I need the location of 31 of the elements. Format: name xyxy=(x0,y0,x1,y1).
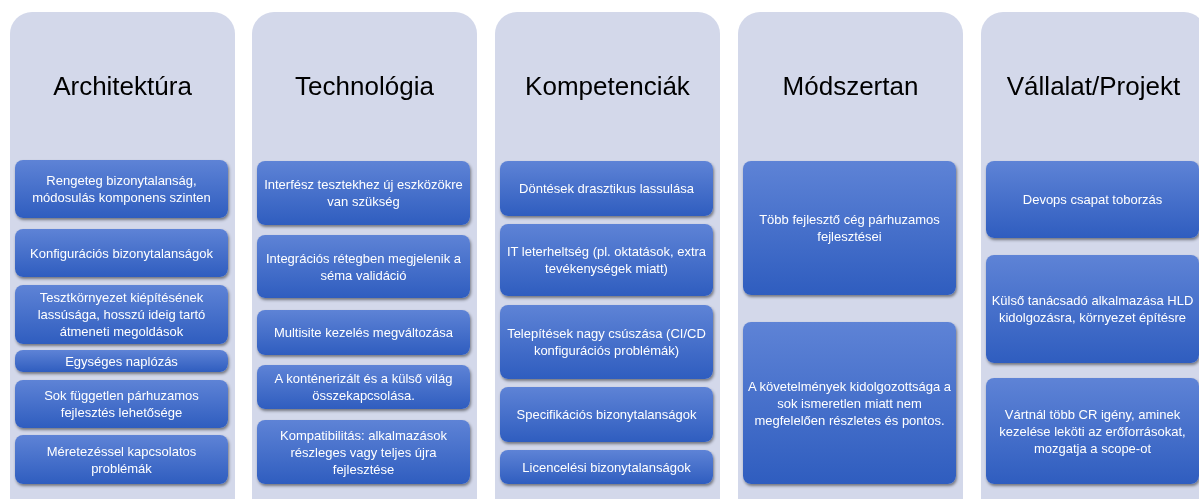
issue-box: Rengeteg bizonytalanság, módosulás komponens szinten xyxy=(15,160,228,218)
category-column xyxy=(738,12,963,499)
column-heading: Vállalat/Projekt xyxy=(1005,70,1182,103)
category-column xyxy=(252,12,477,499)
issue-box: Vártnál több CR igény, aminek kezelése leköti az erőforrásokat, mozgatja a scope-ot xyxy=(986,378,1199,484)
issue-box: IT leterheltség (pl. oktatások, extra tevékenységek miatt) xyxy=(500,224,713,296)
issue-box: Kompatibilitás: alkalmazások részleges vagy teljes újra fejlesztése xyxy=(257,420,470,484)
issue-box: Interfész tesztekhez új eszközökre van szükség xyxy=(257,161,470,225)
category-column xyxy=(495,12,720,499)
issue-box: Sok független párhuzamos fejlesztés lehetősége xyxy=(15,380,228,428)
issue-box: Licencelési bizonytalanságok xyxy=(500,450,713,484)
category-column xyxy=(10,12,235,499)
category-column xyxy=(981,12,1199,499)
issue-box: Külső tanácsadó alkalmazása HLD kidolgozásra, környezet építésre xyxy=(986,255,1199,363)
issue-box: Multisite kezelés megváltozása xyxy=(257,310,470,355)
issue-box: A követelmények kidolgozottsága a sok ismeretlen miatt nem megfelelően részletes és pontos. xyxy=(743,322,956,484)
column-heading: Kompetenciák xyxy=(524,70,691,103)
issue-box: Méretezéssel kapcsolatos problémák xyxy=(15,435,228,484)
column-heading: Architektúra xyxy=(52,70,193,103)
issue-box: A konténerizált és a külső világ összekapcsolása. xyxy=(257,365,470,409)
issue-box: Egységes naplózás xyxy=(15,350,228,372)
issue-box: Konfigurációs bizonytalanságok xyxy=(15,229,228,277)
issue-box: Specifikációs bizonytalanságok xyxy=(500,387,713,442)
column-heading: Módszertan xyxy=(781,70,920,103)
issue-box: Telepítések nagy csúszása (CI/CD konfigurációs problémák) xyxy=(500,305,713,379)
issue-box: Több fejlesztő cég párhuzamos fejlesztései xyxy=(743,161,956,295)
issue-box: Tesztkörnyezet kiépítésének lassúsága, hosszú ideig tartó átmeneti megoldások xyxy=(15,285,228,344)
column-heading: Technológia xyxy=(294,70,435,103)
issue-box: Döntések drasztikus lassulása xyxy=(500,161,713,216)
issue-box: Devops csapat toborzás xyxy=(986,161,1199,238)
issue-box: Integrációs rétegben megjelenik a séma validáció xyxy=(257,235,470,298)
